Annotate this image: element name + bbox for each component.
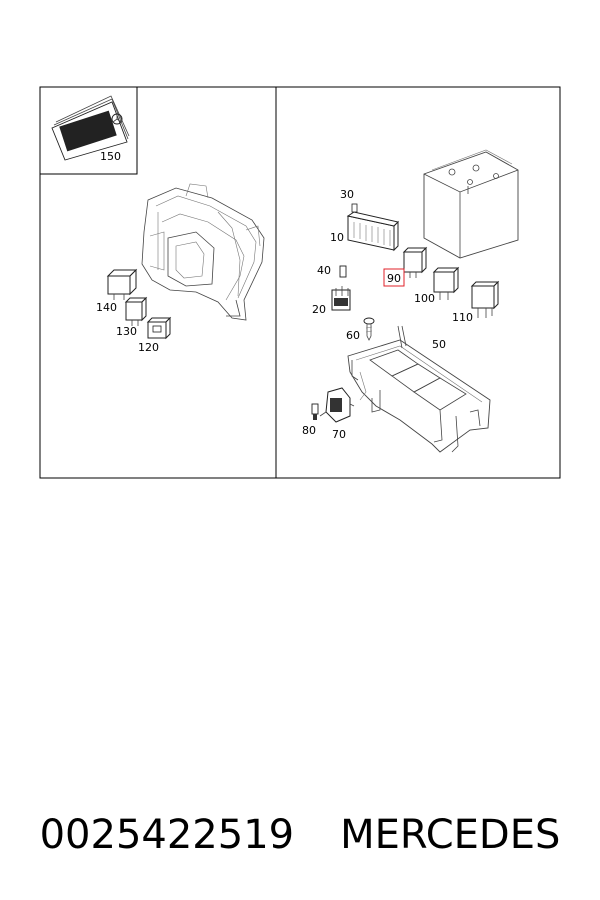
callout-100: 100: [414, 292, 435, 305]
callout-40: 40: [317, 264, 331, 277]
housing-illustration: [141, 183, 265, 321]
callout-70: 70: [332, 428, 346, 441]
part-number: 0025422519: [39, 812, 295, 858]
relay-100-illustration: [432, 266, 460, 300]
parts-diagram: 150 140 130 120: [39, 86, 561, 479]
callout-80: 80: [302, 424, 316, 437]
carrier-frame-illustration: [347, 325, 491, 453]
callout-120: 120: [138, 341, 159, 354]
callout-30: 30: [340, 188, 354, 201]
relay-130-illustration: [124, 296, 148, 326]
callout-110: 110: [452, 311, 473, 324]
callout-90-highlight-box: [383, 268, 405, 287]
fuse-40-illustration: [339, 265, 347, 278]
callout-150: 150: [100, 150, 121, 163]
manual-inset-box: [39, 86, 138, 175]
fuse-holder-20-illustration: [331, 286, 351, 311]
brand-name: MERCEDES: [340, 812, 561, 858]
callout-90: 90: [387, 272, 401, 285]
relay-120-illustration: [146, 316, 172, 340]
battery-illustration: [423, 149, 519, 259]
footer-caption: 0025422519 MERCEDES: [0, 800, 600, 870]
relay-140-illustration: [106, 268, 138, 300]
diagram-frame: [39, 86, 561, 479]
booklet-illustration: [51, 95, 130, 161]
connector-80-illustration: [311, 403, 319, 420]
fuse-box-illustration: [346, 203, 399, 252]
callout-130: 130: [116, 325, 137, 338]
callout-60: 60: [346, 329, 360, 342]
callout-50: 50: [432, 338, 446, 351]
relay-90-illustration: [402, 246, 428, 278]
callout-20: 20: [312, 303, 326, 316]
screw-illustration: [363, 317, 375, 341]
relay-110-illustration: [470, 280, 500, 318]
callout-10: 10: [330, 231, 344, 244]
bracket-70-illustration: [319, 387, 355, 423]
callout-140: 140: [96, 301, 117, 314]
